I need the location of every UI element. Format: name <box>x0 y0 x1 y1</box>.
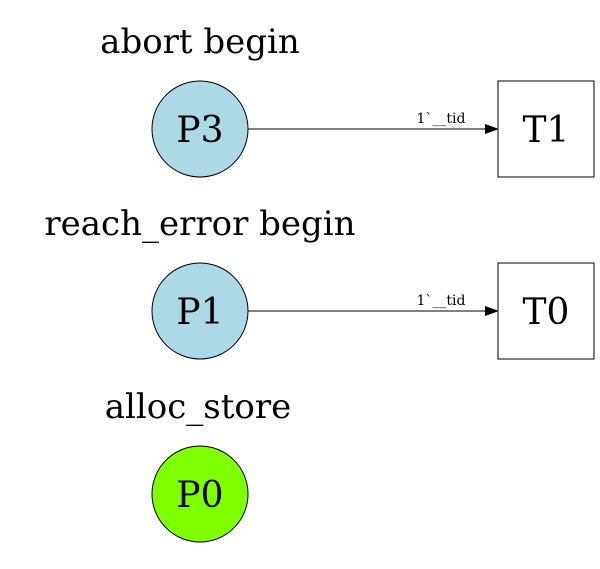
transition-box-t1 <box>497 80 595 178</box>
transition-label: T1 <box>523 110 570 151</box>
arc-label: 1`__tid <box>417 111 466 127</box>
place-node: P3 <box>151 80 249 178</box>
place-node: P1 <box>151 262 249 360</box>
transition-node: T0 <box>497 262 595 360</box>
place-label: P0 <box>176 475 223 516</box>
transition-box-t0 <box>497 262 595 360</box>
place-circle-p0 <box>151 445 249 543</box>
group-abort-begin: abort begin P3 1`__tid T1 <box>100 22 595 178</box>
transition-label: T0 <box>523 292 570 333</box>
group-label: abort begin <box>100 22 300 62</box>
transition-node: T1 <box>497 80 595 178</box>
arc: 1`__tid <box>248 293 499 316</box>
group-label: reach_error begin <box>44 204 355 244</box>
place-node: P0 <box>151 445 249 543</box>
place-label: P3 <box>176 110 223 151</box>
place-label: P1 <box>176 292 223 333</box>
arc: 1`__tid <box>248 111 499 134</box>
group-alloc-store: alloc_store P0 <box>105 387 292 543</box>
group-reach-error-begin: reach_error begin P1 1`__tid T0 <box>44 204 595 360</box>
arc-label: 1`__tid <box>417 293 466 309</box>
group-label: alloc_store <box>105 387 292 427</box>
